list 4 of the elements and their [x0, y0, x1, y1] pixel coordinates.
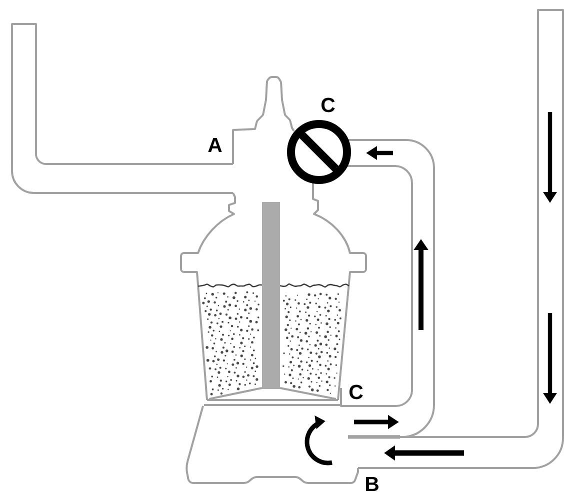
part-letter: B: [366, 476, 378, 491]
part-letter: C: [321, 98, 335, 112]
part-letter: A: [208, 138, 222, 152]
part-letter: C: [349, 384, 363, 400]
